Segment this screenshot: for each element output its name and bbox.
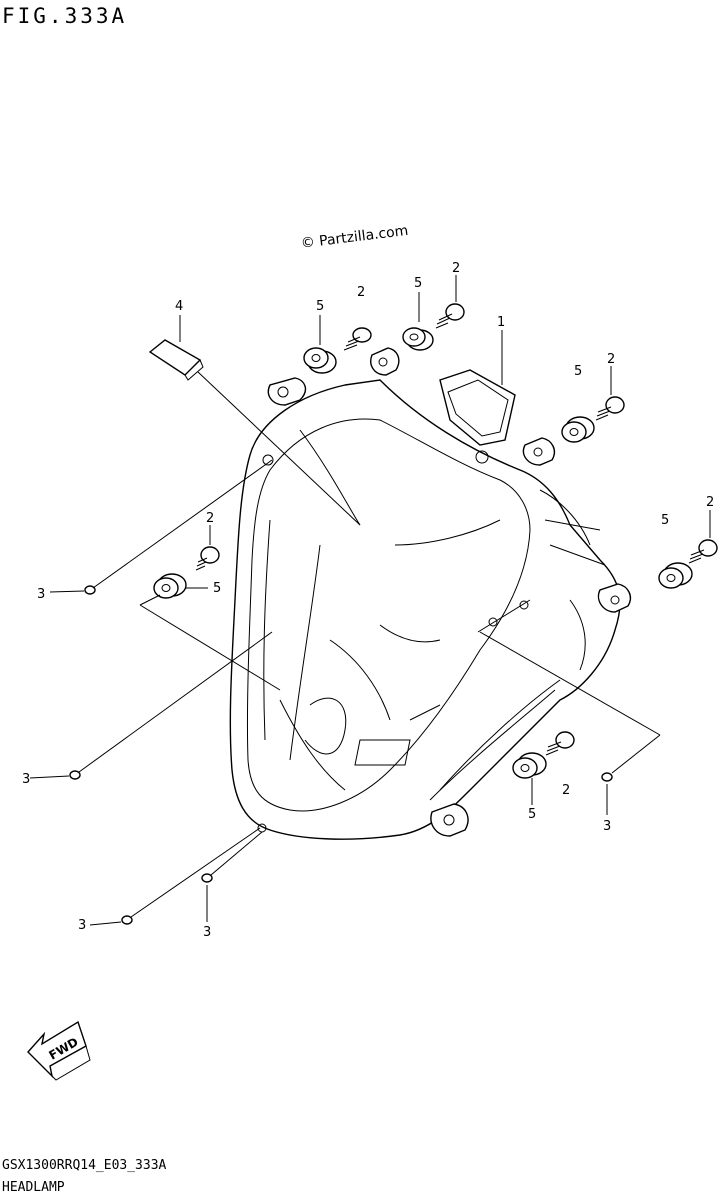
- callout-5: 5: [528, 807, 536, 822]
- callout-2: 2: [357, 285, 365, 300]
- callout-3: 3: [603, 819, 611, 834]
- grommet-5-right-upper[interactable]: [561, 416, 595, 443]
- clip-3-left-upper[interactable]: [84, 585, 96, 595]
- callout-5: 5: [213, 581, 221, 596]
- bolt-2-right-upper[interactable]: [595, 396, 625, 421]
- clip-3-bottom-center[interactable]: [201, 873, 213, 883]
- callout-5: 5: [574, 364, 582, 379]
- clip-3-bottom-left[interactable]: [121, 915, 133, 925]
- callout-3: 3: [203, 925, 211, 940]
- callout-4: 4: [175, 299, 183, 314]
- bolt-2-top-middle[interactable]: [435, 303, 465, 329]
- fwd-arrow-icon: FWD: [27, 1020, 91, 1081]
- grommet-5-top-left[interactable]: [303, 347, 337, 374]
- callout-3: 3: [22, 772, 30, 787]
- callout-1: 1: [497, 315, 505, 330]
- grommet-5-left[interactable]: [153, 573, 187, 599]
- callout-3: 3: [37, 587, 45, 602]
- figure-title: FIG.333A: [2, 4, 128, 28]
- callout-5: 5: [414, 276, 422, 291]
- bolt-2-top-left[interactable]: [343, 327, 372, 351]
- callout-2: 2: [607, 352, 615, 367]
- callout-labels: 1 2 2 2 2 2 2 3 3 3 3 3 4 5 5 5 5 5 5: [22, 261, 714, 940]
- callout-2: 2: [452, 261, 460, 276]
- callout-5: 5: [316, 299, 324, 314]
- bolt-2-left[interactable]: [195, 546, 220, 571]
- bolt-2-right[interactable]: [688, 539, 718, 564]
- callout-2: 2: [706, 495, 714, 510]
- model-code: GSX1300RRQ14_E03_333A: [2, 1158, 167, 1173]
- clip-3-right[interactable]: [601, 772, 613, 782]
- grommet-5-bottom[interactable]: [512, 752, 547, 779]
- part-4-label-sticker[interactable]: [148, 339, 204, 381]
- callout-3: 3: [78, 918, 86, 933]
- leader-lines: [29, 275, 711, 926]
- bolt-2-bottom[interactable]: [545, 731, 575, 756]
- callout-2: 2: [562, 783, 570, 798]
- grommet-5-top-middle[interactable]: [402, 327, 434, 351]
- callout-2: 2: [206, 511, 214, 526]
- grommet-5-right[interactable]: [658, 562, 693, 589]
- clip-3-left-lower[interactable]: [69, 770, 81, 780]
- callout-5: 5: [661, 513, 669, 528]
- part-group-name: HEADLAMP: [2, 1180, 65, 1195]
